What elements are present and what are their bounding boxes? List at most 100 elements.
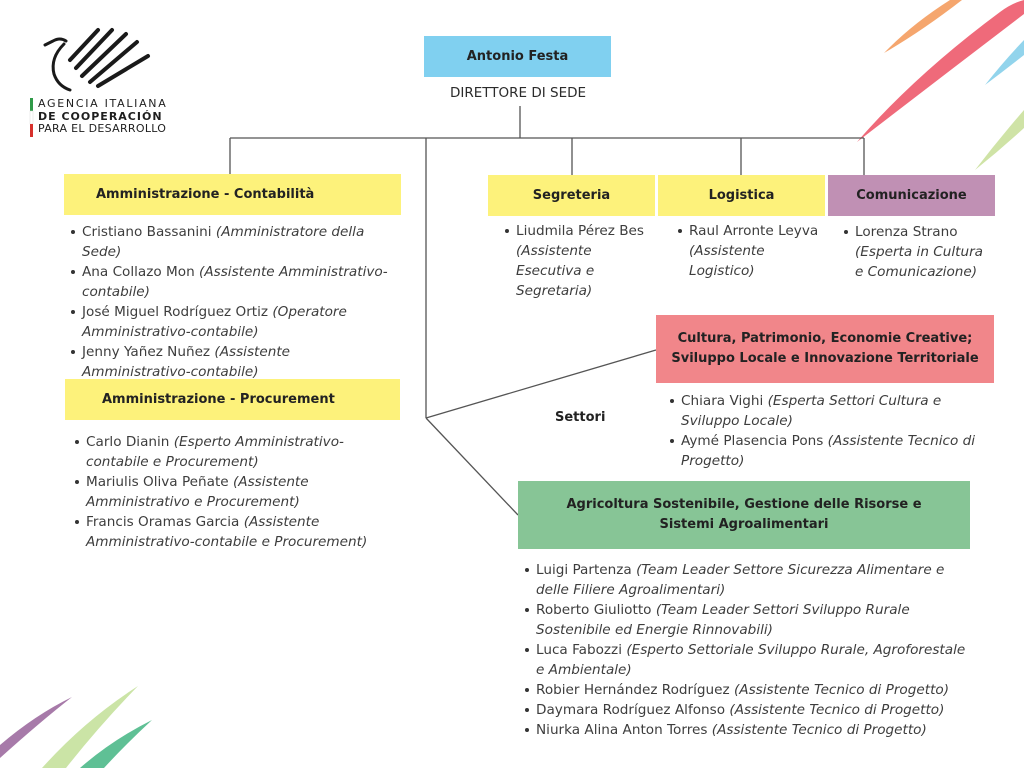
member-name: Liudmila Pérez Bes	[516, 223, 644, 239]
logo-line-3: PARA EL DESARROLLO	[38, 122, 167, 135]
member-name: José Miguel Rodríguez Ortiz	[82, 304, 269, 320]
member-name: Roberto Giuliotto	[536, 602, 652, 618]
logo-line-2: DE COOPERACIÓN	[38, 109, 163, 123]
connectors	[229, 106, 865, 516]
dove-wing-stroke	[80, 32, 128, 78]
member-item: Raul Arronte Leyva (Assistente Logistico…	[678, 221, 824, 281]
director-box: Antonio Festa	[424, 36, 611, 77]
member-name: Ana Collazo Mon	[82, 264, 195, 280]
agency-logo-text: AGENCIA ITALIANA DE COOPERACIÓN PARA EL …	[38, 97, 168, 136]
director-title: DIRETTORE DI SEDE	[449, 85, 587, 101]
member-role: (Esperto Settoriale Sviluppo Rurale, Agr…	[536, 642, 966, 678]
member-role: (Operatore Amministrativo-contabile)	[82, 304, 347, 340]
sector-box-cultura: Cultura, Patrimonio, Economie Creative; …	[656, 315, 994, 383]
unit-title: Segreteria	[532, 187, 611, 203]
member-role: (Assistente Tecnico di Progetto)	[734, 682, 950, 698]
member-item: Aymé Plasencia Pons (Assistente Tecnico …	[670, 431, 987, 471]
procurement-member-list: Carlo Dianin (Esperto Amministrativo-con…	[75, 432, 382, 552]
member-name: Chiara Vighi	[681, 393, 764, 409]
unit-title: Comunicazione	[856, 187, 967, 203]
member-name: Luca Fabozzi	[536, 642, 622, 658]
member-item: Mariulis Oliva Peñate (Assistente Ammini…	[75, 472, 382, 512]
settori-label: Settori	[555, 410, 606, 425]
cultura-member-list: Chiara Vighi (Esperta Settori Cultura e …	[670, 391, 987, 471]
member-name: Daymara Rodríguez Alfonso	[536, 702, 726, 718]
member-item: Francis Oramas Garcia (Assistente Ammini…	[75, 512, 382, 552]
flag-white	[29, 110, 34, 125]
member-name: Luigi Partenza	[536, 562, 632, 578]
member-item: Luigi Partenza (Team Leader Settore Sicu…	[525, 560, 976, 600]
unit-box-comunicazione: Comunicazione	[828, 175, 995, 216]
logo-line-1: AGENCIA ITALIANA	[38, 97, 168, 110]
unit-box-procurement: Amministrazione - Procurement	[65, 379, 400, 420]
dove-wing-stroke	[68, 28, 100, 62]
flag-green	[30, 98, 33, 111]
member-role: (Team Leader Settori Sviluppo Rurale Sos…	[536, 602, 910, 638]
member-name: Carlo Dianin	[86, 434, 170, 450]
sector-box-agricoltura: Agricoltura Sostenibile, Gestione delle …	[518, 481, 970, 549]
connector-line	[425, 349, 657, 419]
unit-title: Logistica	[708, 187, 775, 203]
agricoltura-member-list: Luigi Partenza (Team Leader Settore Sicu…	[525, 560, 976, 740]
brush-stroke-pale-green	[42, 686, 138, 768]
member-item: Roberto Giuliotto (Team Leader Settori S…	[525, 600, 976, 640]
member-role: (Assistente Tecnico di Progetto)	[711, 722, 927, 738]
member-item: Liudmila Pérez Bes (Assistente Esecutiva…	[505, 221, 651, 301]
member-item: Niurka Alina Anton Torres (Assistente Te…	[525, 720, 976, 740]
member-item: Luca Fabozzi (Esperto Settoriale Svilupp…	[525, 640, 976, 680]
unit-title: Amministrazione - Contabilità	[96, 186, 315, 202]
member-item: Daymara Rodríguez Alfonso (Assistente Te…	[525, 700, 976, 720]
brush-stroke-light-green	[975, 110, 1024, 170]
member-role: (Assistente Amministrativo e Procurement…	[86, 474, 309, 510]
sector-title: Cultura, Patrimonio, Economie Creative; …	[671, 331, 979, 366]
member-role: (Assistente Logistico)	[689, 243, 765, 279]
member-name: Cristiano Bassanini	[82, 224, 212, 240]
member-role: (Assistente Esecutiva e Segretaria)	[516, 243, 595, 299]
dove-wing-stroke	[96, 54, 150, 88]
dove-head	[43, 37, 68, 47]
unit-box-contabilita: Amministrazione - Contabilità	[64, 174, 401, 215]
member-role: (Assistente Tecnico di Progetto)	[729, 702, 945, 718]
contabilita-member-list: Cristiano Bassanini (Amministratore dell…	[71, 222, 401, 382]
member-item: Jenny Yañez Nuñez (Assistente Amministra…	[71, 342, 401, 382]
member-role: (Assistente Amministrativo-contabile e P…	[86, 514, 368, 550]
member-name: Niurka Alina Anton Torres	[536, 722, 708, 738]
member-item: Cristiano Bassanini (Amministratore dell…	[71, 222, 401, 262]
flag-red	[30, 124, 33, 137]
member-name: Mariulis Oliva Peñate	[86, 474, 229, 490]
unit-box-logistica: Logistica	[658, 175, 825, 216]
member-name: Francis Oramas Garcia	[86, 514, 240, 530]
member-name: Aymé Plasencia Pons	[681, 433, 824, 449]
brush-stroke-pink	[857, 0, 1024, 142]
member-role: (Amministratore della Sede)	[82, 224, 365, 260]
dove-body	[51, 42, 72, 92]
dove-wing-stroke	[74, 28, 114, 70]
director-name: Antonio Festa	[466, 48, 569, 64]
member-role: (Assistente Amministrativo-contabile)	[82, 344, 291, 380]
dove-wing-stroke	[88, 40, 139, 84]
dove-logo-icon	[43, 28, 150, 92]
logistica-member-list: Raul Arronte Leyva (Assistente Logistico…	[678, 221, 824, 281]
member-name: Robier Hernández Rodríguez	[536, 682, 730, 698]
member-role: (Assistente Tecnico di Progetto)	[681, 433, 975, 469]
member-name: Raul Arronte Leyva	[689, 223, 819, 239]
member-item: Robier Hernández Rodríguez (Assistente T…	[525, 680, 976, 700]
flag-stripe-icon	[29, 98, 34, 137]
comunicazione-member-list: Lorenza Strano (Esperta in Cultura e Com…	[844, 222, 993, 282]
member-item: Lorenza Strano (Esperta in Cultura e Com…	[844, 222, 993, 282]
brush-stroke-teal	[80, 720, 152, 768]
member-role: (Assistente Amministrativo-contabile)	[82, 264, 388, 300]
member-name: Jenny Yañez Nuñez	[82, 344, 211, 360]
unit-box-segreteria: Segreteria	[488, 175, 655, 216]
member-role: (Esperto Amministrativo-contabile e Proc…	[86, 434, 344, 470]
segreteria-member-list: Liudmila Pérez Bes (Assistente Esecutiva…	[505, 221, 651, 301]
unit-title: Amministrazione - Procurement	[102, 391, 335, 407]
brush-stroke-orange	[884, 0, 962, 53]
member-name: Lorenza Strano	[855, 224, 958, 240]
member-item: Chiara Vighi (Esperta Settori Cultura e …	[670, 391, 987, 431]
brush-stroke-light-blue	[985, 40, 1024, 85]
member-item: Carlo Dianin (Esperto Amministrativo-con…	[75, 432, 382, 472]
connector-line	[425, 417, 519, 516]
